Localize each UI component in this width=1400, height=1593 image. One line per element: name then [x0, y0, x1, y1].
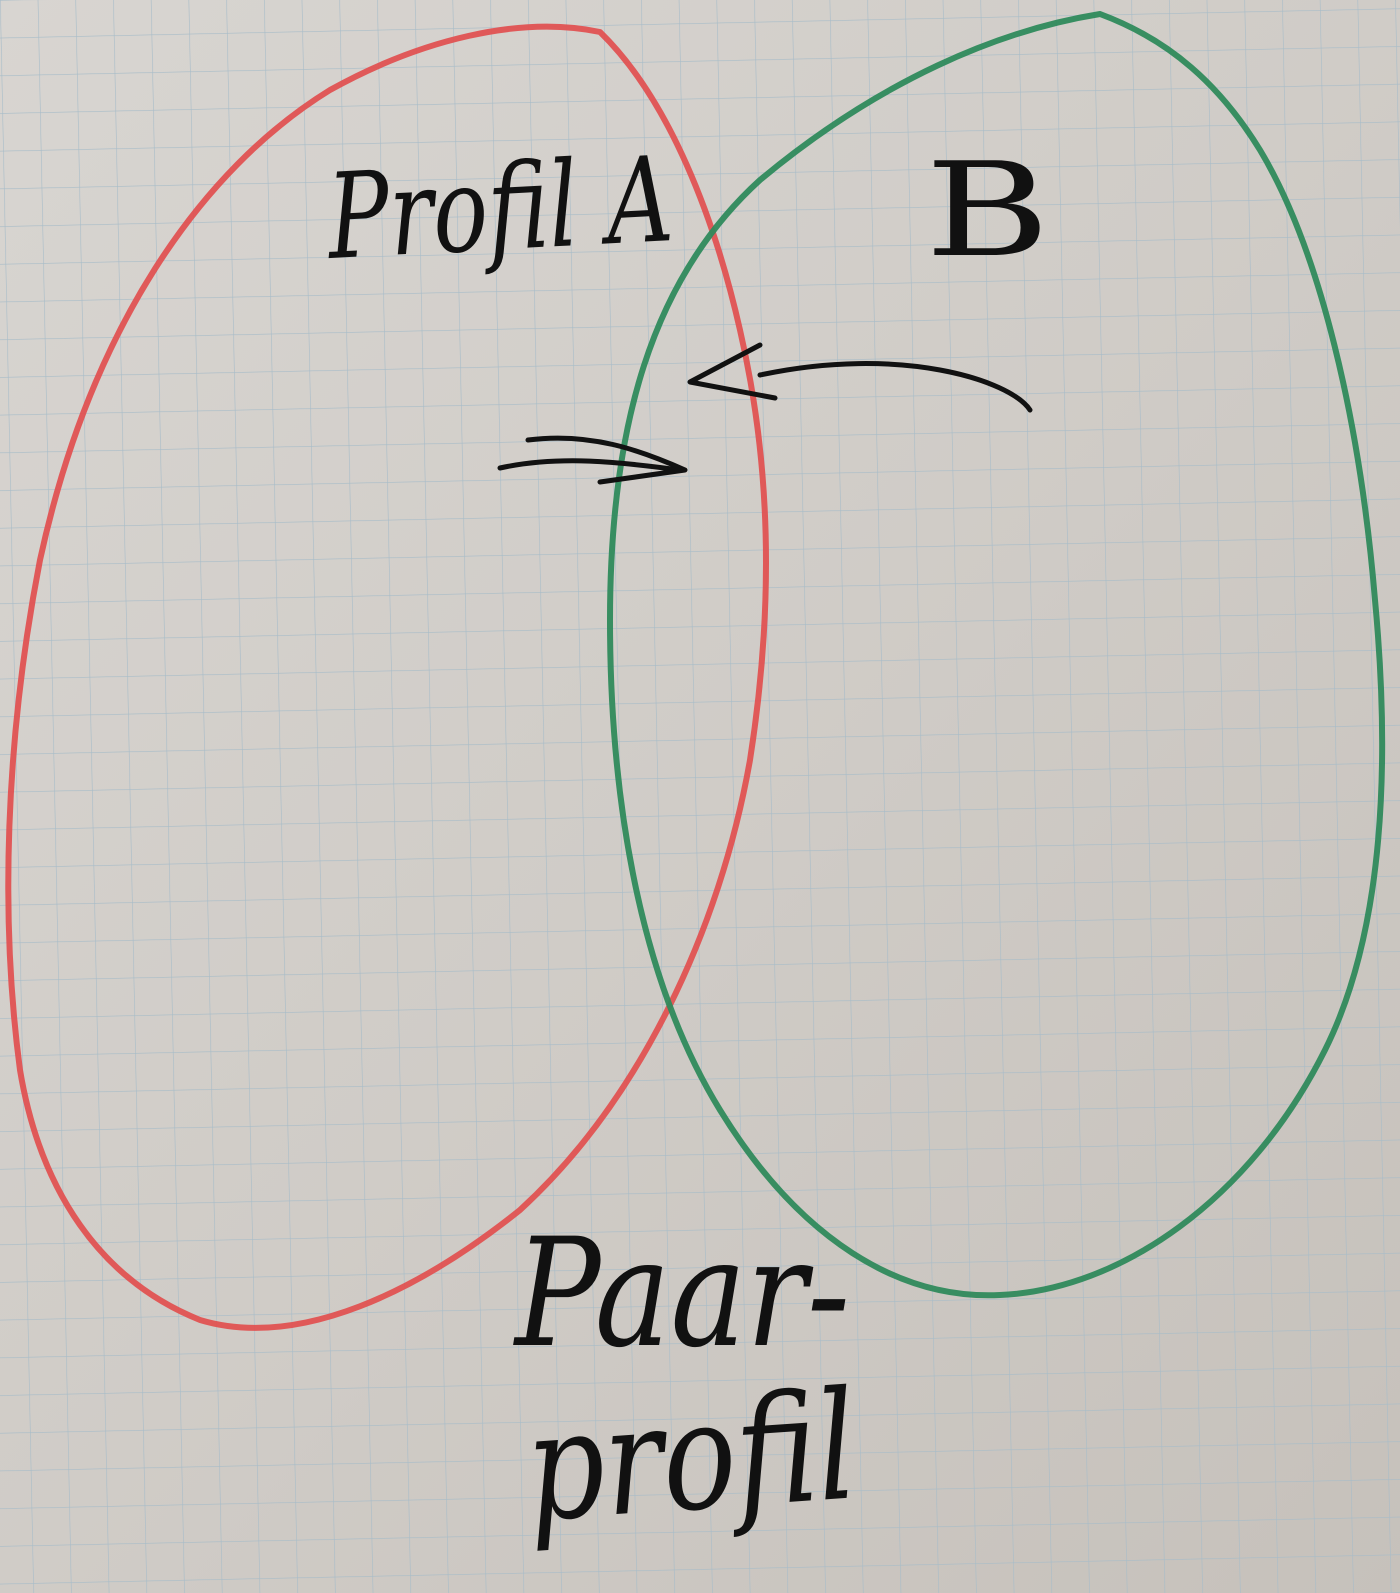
label-overlap-line-2: profil [520, 1359, 861, 1556]
label-overlap-line-1: Paar- [512, 1207, 850, 1381]
label-circle-b: B [925, 134, 1050, 286]
label-circle-a: Profil A [323, 130, 676, 286]
